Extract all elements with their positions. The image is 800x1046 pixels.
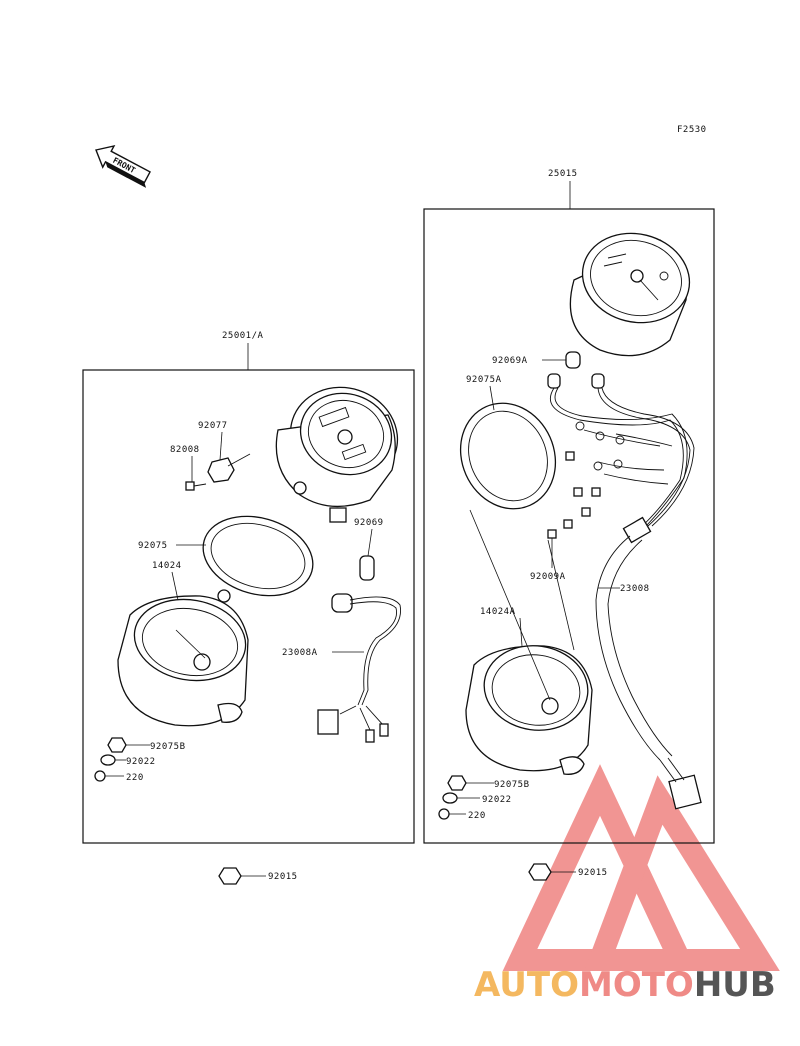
- screws-92009a-icon: [547, 451, 601, 539]
- callout-92075b-right: 92075B: [494, 780, 530, 790]
- callout-92077: 92077: [198, 421, 228, 431]
- callout-220-left: 220: [126, 773, 144, 783]
- watermark-part-hub: HUB: [694, 965, 776, 1005]
- gasket-ring-92075a-icon: [459, 402, 557, 510]
- nut-92015-icon: [528, 863, 552, 881]
- nut-92075b-icon: [107, 737, 127, 753]
- callout-92069a: 92069A: [492, 356, 528, 366]
- right-assembly-label: 25015: [548, 169, 578, 179]
- callout-92015-left: 92015: [268, 872, 298, 882]
- right-meter-icon: [569, 232, 691, 357]
- nut-92075b-icon: [447, 775, 467, 791]
- watermark-text: AUTOMOTOHUB: [474, 965, 776, 1005]
- left-assembly: 25001/A 92077 82008: [82, 331, 415, 844]
- callout-23008a: 23008A: [282, 648, 318, 658]
- washer-92022-icon: [100, 754, 116, 766]
- screw-220-icon: [94, 770, 106, 782]
- meter-case-14024a-icon: [465, 645, 593, 775]
- screw-82008-icon: [185, 481, 207, 491]
- callout-92069: 92069: [354, 518, 384, 528]
- callout-92009a: 92009A: [530, 572, 566, 582]
- callout-92022-right: 92022: [482, 795, 512, 805]
- callout-92075: 92075: [138, 541, 168, 551]
- left-meter-icon: [275, 386, 399, 523]
- front-arrow-icon: FRONT: [95, 144, 151, 188]
- socket-icon: [591, 373, 605, 389]
- callout-14024a: 14024A: [480, 607, 516, 617]
- callout-92075b-left: 92075B: [150, 742, 186, 752]
- washer-92022-icon: [442, 792, 458, 804]
- meter-case-14024-icon: [117, 595, 249, 727]
- callout-92015-right: 92015: [578, 868, 608, 878]
- watermark-part-moto: MOTO: [579, 965, 694, 1005]
- diagram-code: F2530: [677, 125, 707, 135]
- callout-92075a: 92075A: [466, 375, 502, 385]
- wire-harness-23008a-icon: [317, 593, 402, 743]
- watermark-part-auto: AUTO: [474, 965, 579, 1005]
- callout-92022-left: 92022: [126, 757, 156, 767]
- callout-14024: 14024: [152, 561, 182, 571]
- screw-220-icon: [438, 808, 450, 820]
- right-assembly: 25015 92069A 92075A: [423, 169, 715, 844]
- bulb-92069a-icon: [565, 351, 581, 369]
- left-assembly-label: 25001/A: [222, 331, 264, 341]
- wire-harness-23008-icon: [549, 387, 702, 810]
- socket-icon: [547, 373, 561, 389]
- gasket-ring-92075-icon: [202, 515, 314, 603]
- watermark-logo-icon: [502, 764, 780, 971]
- nut-92015-icon: [218, 867, 242, 885]
- right-assembly-frame: [423, 208, 715, 844]
- callout-82008: 82008: [170, 445, 200, 455]
- socket-92077-icon: [207, 453, 251, 483]
- left-assembly-frame: [82, 369, 415, 844]
- callout-23008: 23008: [620, 584, 650, 594]
- callout-220-right: 220: [468, 811, 486, 821]
- bulb-92069-icon: [359, 555, 375, 581]
